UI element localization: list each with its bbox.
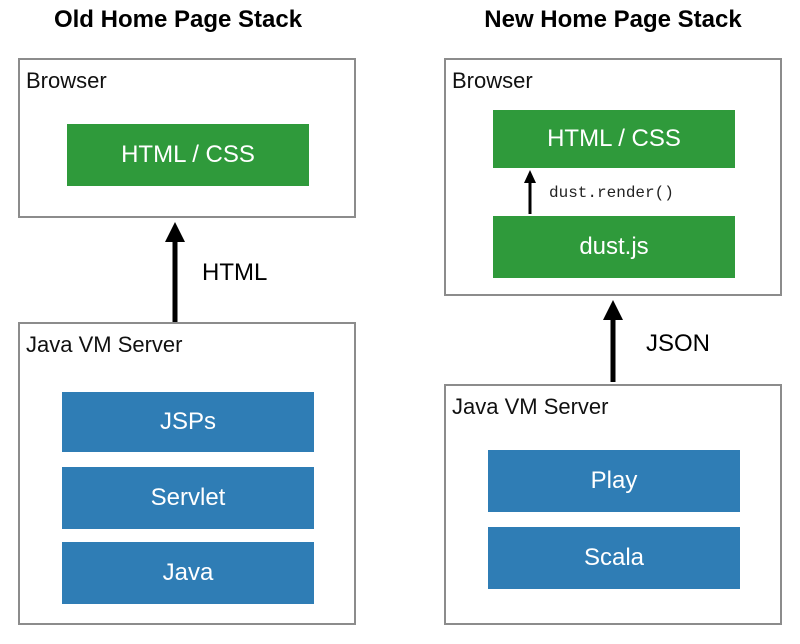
new-json-arrow [603, 300, 623, 382]
new-scala-layer: Scala [488, 527, 740, 589]
old-server-box: Java VM Server JSPs Servlet Java [18, 322, 356, 625]
new-stack-title: New Home Page Stack [484, 6, 742, 33]
old-jsps-layer: JSPs [62, 392, 314, 452]
new-play-layer: Play [488, 450, 740, 512]
new-server-box: Java VM Server Play Scala [444, 384, 782, 625]
new-json-arrow-label: JSON [646, 330, 711, 357]
old-browser-box: Browser HTML / CSS [18, 58, 356, 218]
dust-render-arrow [524, 170, 536, 214]
old-html-arrow [165, 222, 185, 322]
dust-render-label: dust.render() [549, 184, 674, 202]
new-browser-box: Browser HTML / CSS dust.render() dust.js [444, 58, 782, 296]
new-server-label: Java VM Server [452, 394, 609, 419]
old-html-arrow-label: HTML [202, 259, 268, 286]
old-java-layer: Java [62, 542, 314, 604]
new-dustjs-layer: dust.js [493, 216, 735, 278]
new-browser-label: Browser [452, 68, 533, 93]
old-stack-title: Old Home Page Stack [53, 6, 303, 33]
old-html-css-layer: HTML / CSS [67, 124, 309, 186]
new-html-css-layer: HTML / CSS [493, 110, 735, 168]
old-servlet-layer: Servlet [62, 467, 314, 529]
old-server-label: Java VM Server [26, 332, 183, 357]
old-browser-label: Browser [26, 68, 107, 93]
